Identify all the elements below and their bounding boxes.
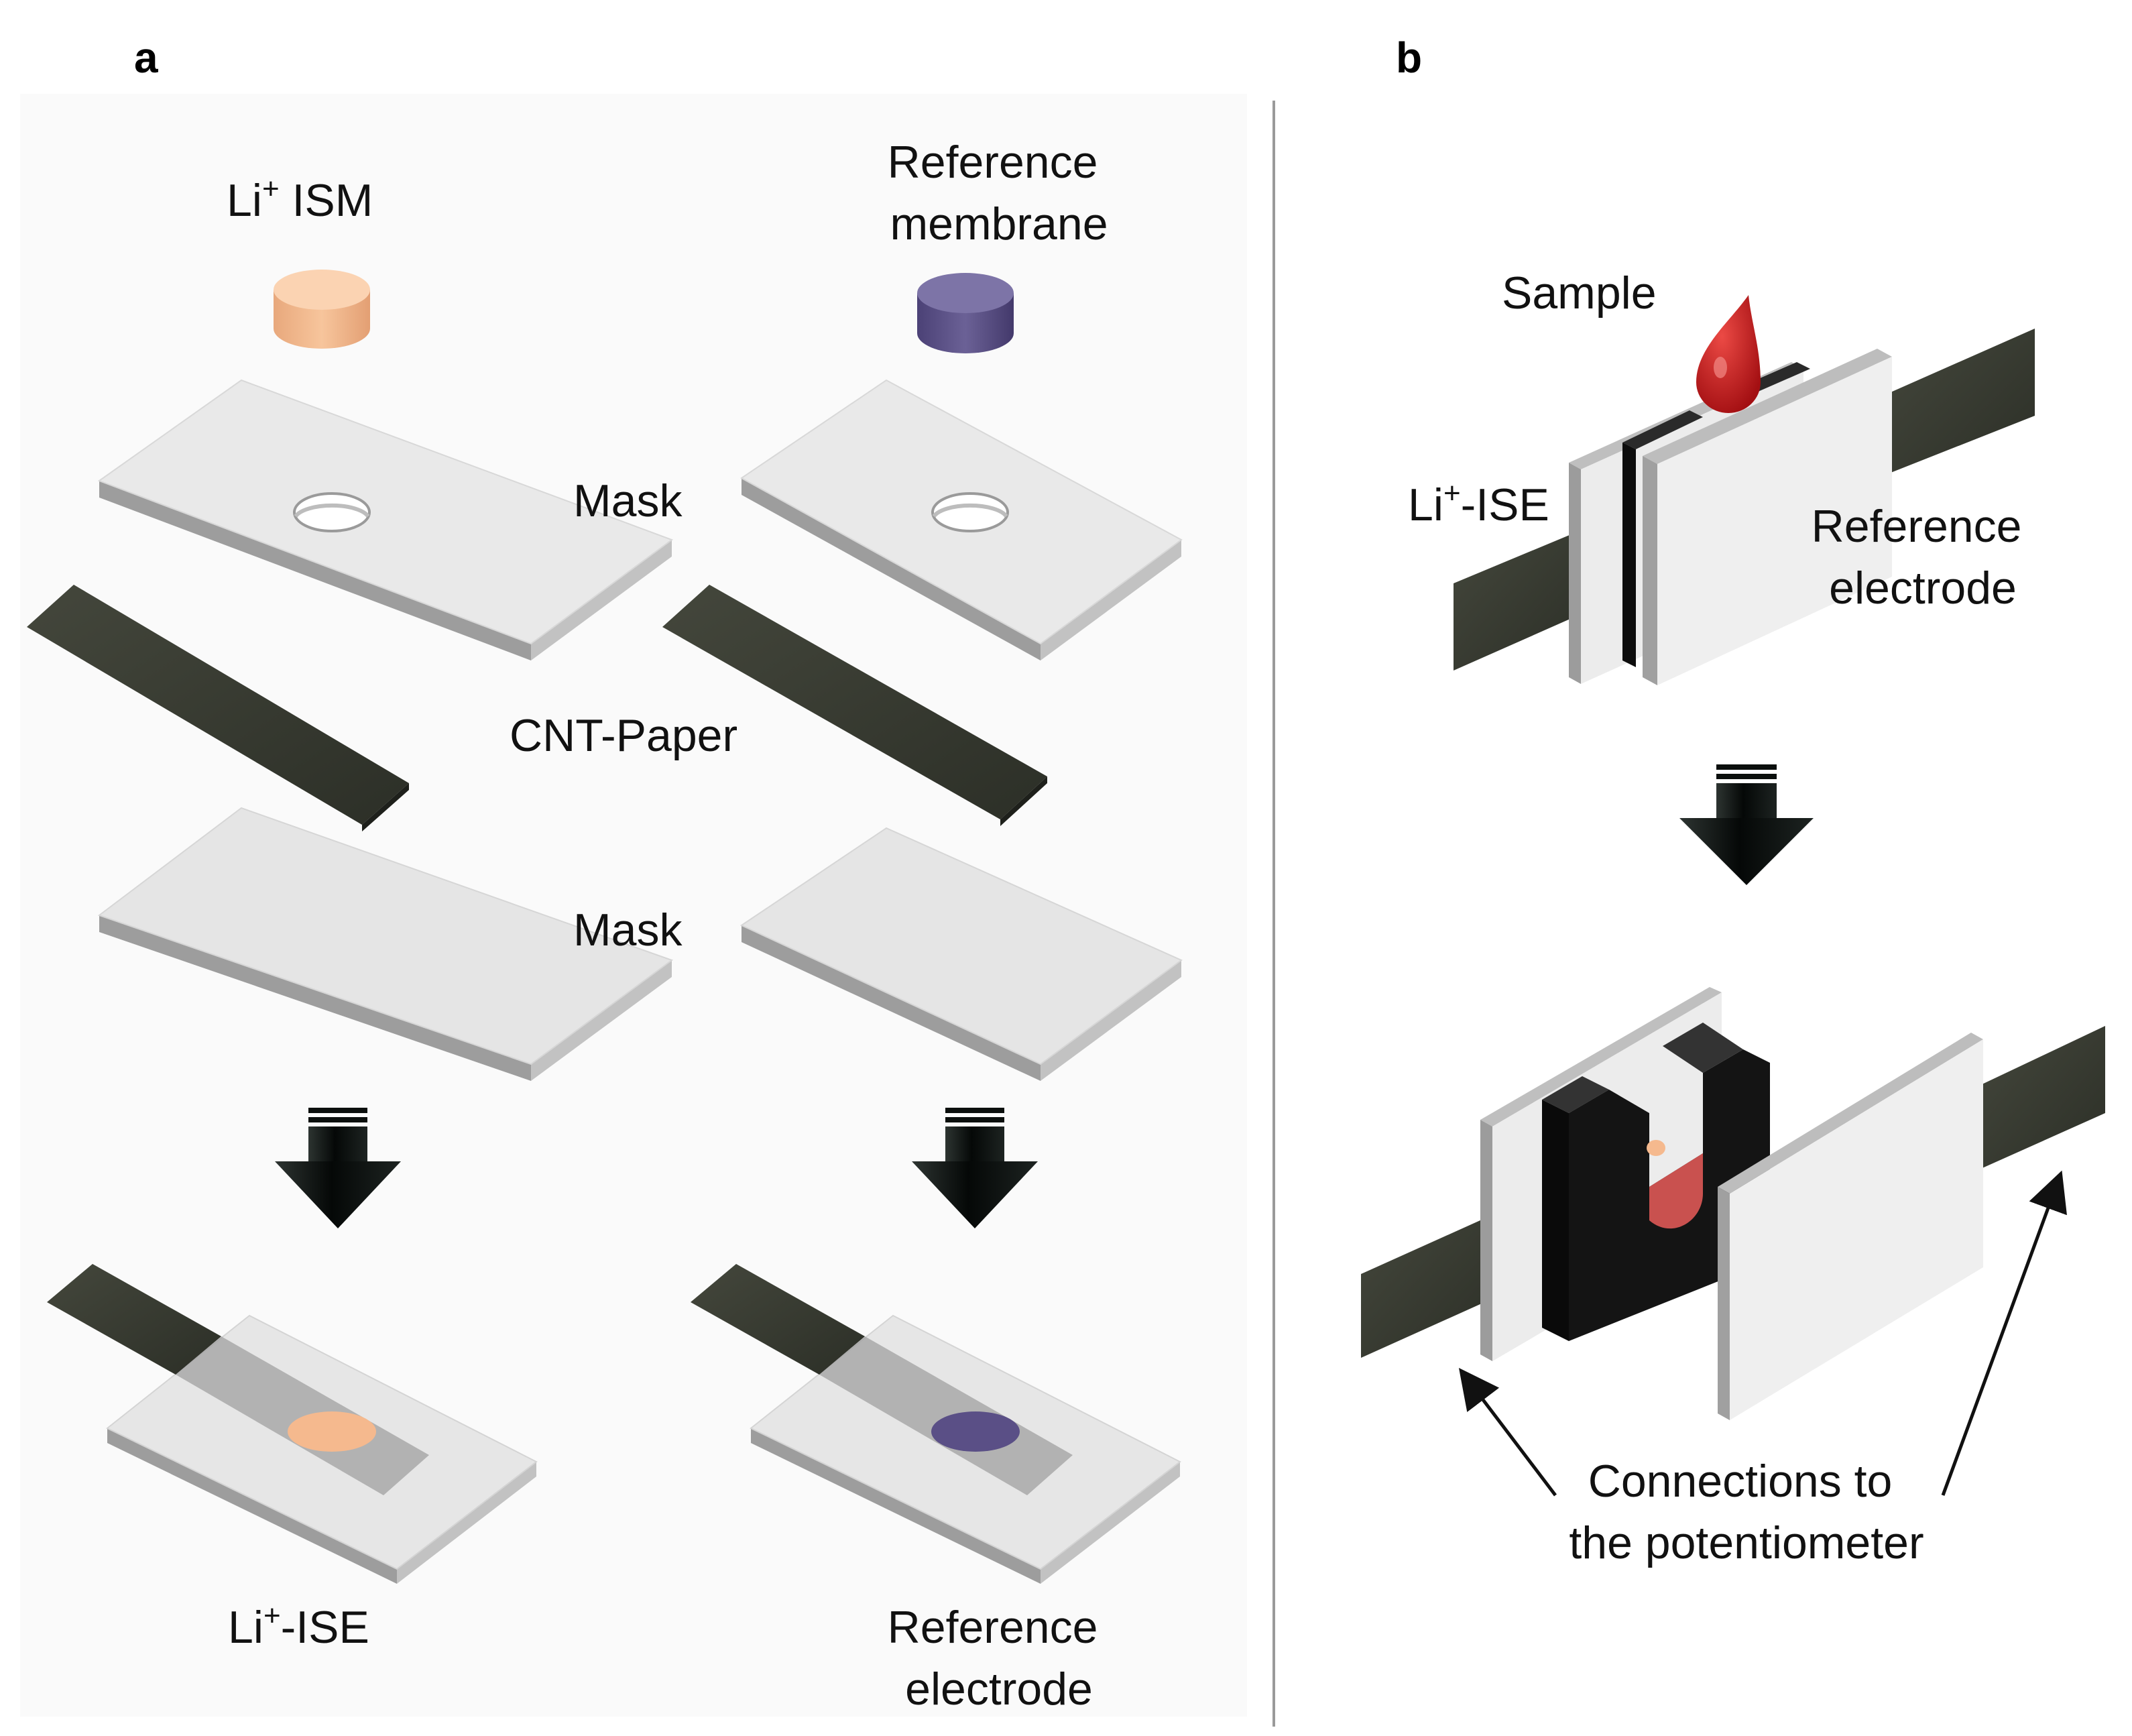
sample-drop bbox=[1696, 295, 1761, 413]
reference-electrode-result-label: Reference electrode bbox=[888, 1602, 1111, 1715]
mask-hole bbox=[293, 492, 371, 532]
panel-a-letter: a bbox=[134, 34, 158, 82]
sample-label: Sample bbox=[1502, 268, 1657, 319]
connection-arrows bbox=[1458, 1170, 2067, 1497]
ism-label: Li+ ISM bbox=[227, 172, 373, 226]
assembled-ise bbox=[47, 1264, 538, 1584]
reference-membrane-disk bbox=[917, 273, 1014, 353]
mask-top-label: Mask bbox=[573, 475, 683, 526]
assembly-arrow-b bbox=[1679, 764, 1814, 885]
mask-bottom-left bbox=[97, 807, 674, 1081]
ise-label-b: Li+-ISE bbox=[1408, 477, 1549, 530]
cnt-paper-strip-left bbox=[27, 585, 409, 831]
reference-membrane-label: Reference membrane bbox=[888, 137, 1111, 249]
assembly-arrow-right bbox=[912, 1108, 1038, 1228]
assembly-arrow-left bbox=[275, 1108, 401, 1228]
ism-spot bbox=[288, 1411, 376, 1452]
device-exploded bbox=[1361, 987, 2105, 1420]
reference-spot bbox=[931, 1411, 1020, 1452]
device-closed bbox=[1454, 329, 2035, 685]
panel-b-letter: b bbox=[1396, 34, 1422, 82]
mask-top-left bbox=[97, 379, 674, 660]
cnt-paper-label: CNT-Paper bbox=[510, 710, 737, 761]
mask-bottom-right bbox=[739, 827, 1183, 1081]
mask-bottom-label: Mask bbox=[573, 905, 683, 956]
ism-disk bbox=[274, 270, 370, 349]
ise-result-label: Li+-ISE bbox=[228, 1599, 369, 1653]
mask-hole bbox=[931, 492, 1009, 532]
connections-label: Connections to the potentiometer bbox=[1569, 1456, 1923, 1568]
cnt-paper-strip-right bbox=[662, 585, 1047, 826]
reference-electrode-label-b: Reference electrode bbox=[1812, 501, 2035, 614]
mask-top-right bbox=[740, 379, 1183, 660]
assembled-reference-electrode bbox=[691, 1264, 1181, 1584]
